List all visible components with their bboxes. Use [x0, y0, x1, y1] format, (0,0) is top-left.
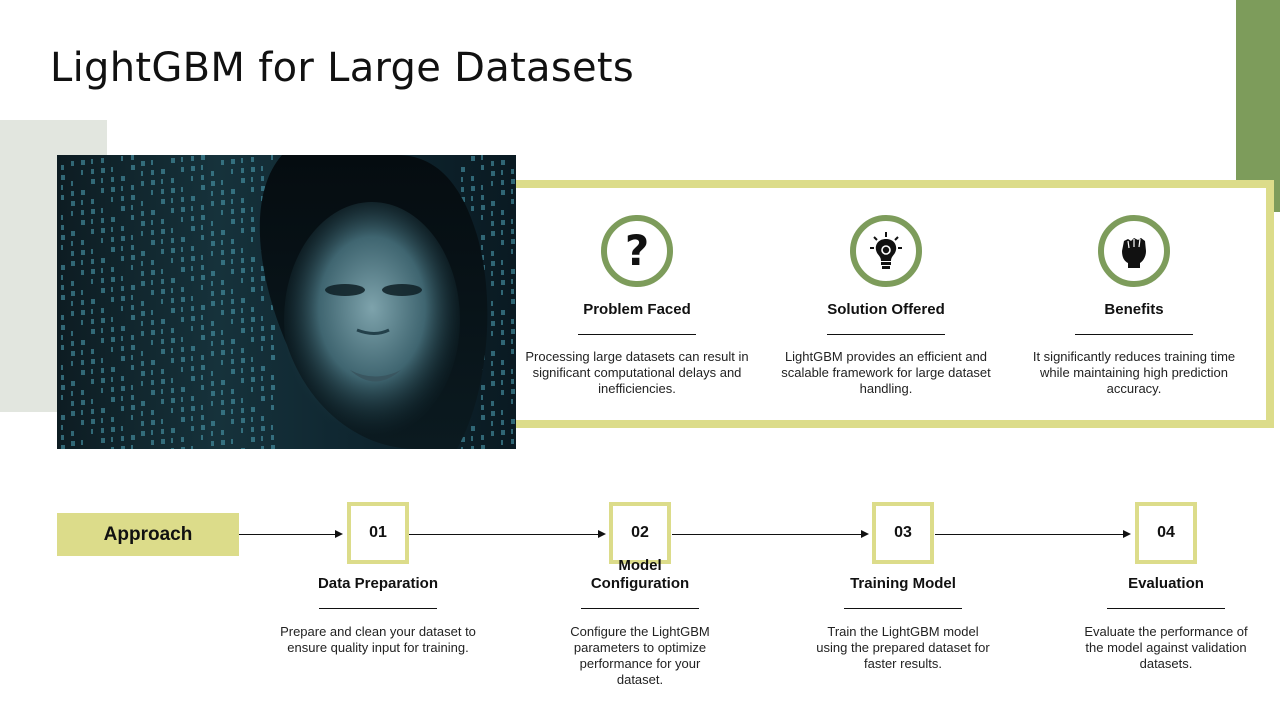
step-training-model: Training Model Train the LightGBM model … [798, 575, 1008, 672]
arrow-connector [409, 534, 598, 535]
divider [1075, 334, 1193, 335]
step-description: Evaluate the performance of the model ag… [1084, 624, 1248, 671]
step-title: Model Configuration [590, 557, 690, 592]
arrow-connector [935, 534, 1123, 535]
arrow-connector [672, 534, 861, 535]
divider [581, 608, 699, 609]
feature-benefits: Benefits It significantly reduces traini… [1019, 215, 1249, 397]
step-number-box: 04 [1135, 502, 1197, 564]
step-title: Evaluation [1128, 575, 1204, 592]
arrow-head-icon [598, 530, 606, 538]
arrow-head-icon [861, 530, 869, 538]
divider [578, 334, 696, 335]
raised-fist-icon [1098, 215, 1170, 287]
step-number-box: 03 [872, 502, 934, 564]
lightbulb-gear-icon [850, 215, 922, 287]
feature-title: Problem Faced [583, 301, 691, 318]
feature-title: Benefits [1104, 301, 1164, 318]
divider [844, 608, 962, 609]
step-title: Data Preparation [317, 575, 439, 592]
arrow-connector [239, 534, 335, 535]
step-description: Prepare and clean your dataset to ensure… [280, 624, 476, 655]
step-evaluation: Evaluation Evaluate the performance of t… [1061, 575, 1271, 672]
step-model-configuration: Model Configuration Configure the LightG… [535, 557, 745, 688]
feature-problem: ? Problem Faced Processing large dataset… [522, 215, 752, 397]
feature-description: Processing large datasets can result in … [525, 349, 749, 396]
feature-description: LightGBM provides an efficient and scala… [781, 349, 991, 396]
arrow-head-icon [1123, 530, 1131, 538]
feature-description: It significantly reduces training time w… [1032, 349, 1236, 396]
approach-label: Approach [57, 513, 239, 556]
divider [827, 334, 945, 335]
hero-image [57, 155, 516, 449]
decorative-green-bar [1236, 0, 1280, 212]
question-mark-icon: ? [601, 215, 673, 287]
step-number-box: 01 [347, 502, 409, 564]
step-number-box: 02 [609, 502, 671, 564]
arrow-head-icon [335, 530, 343, 538]
feature-title: Solution Offered [827, 301, 945, 318]
divider [1107, 608, 1225, 609]
step-title: Training Model [850, 575, 956, 592]
step-data-preparation: Data Preparation Prepare and clean your … [273, 575, 483, 656]
feature-solution: Solution Offered LightGBM provides an ef… [771, 215, 1001, 397]
step-description: Train the LightGBM model using the prepa… [816, 624, 990, 671]
divider [319, 608, 437, 609]
step-description: Configure the LightGBM parameters to opt… [570, 624, 710, 687]
page-title: LightGBM for Large Datasets [50, 44, 635, 91]
